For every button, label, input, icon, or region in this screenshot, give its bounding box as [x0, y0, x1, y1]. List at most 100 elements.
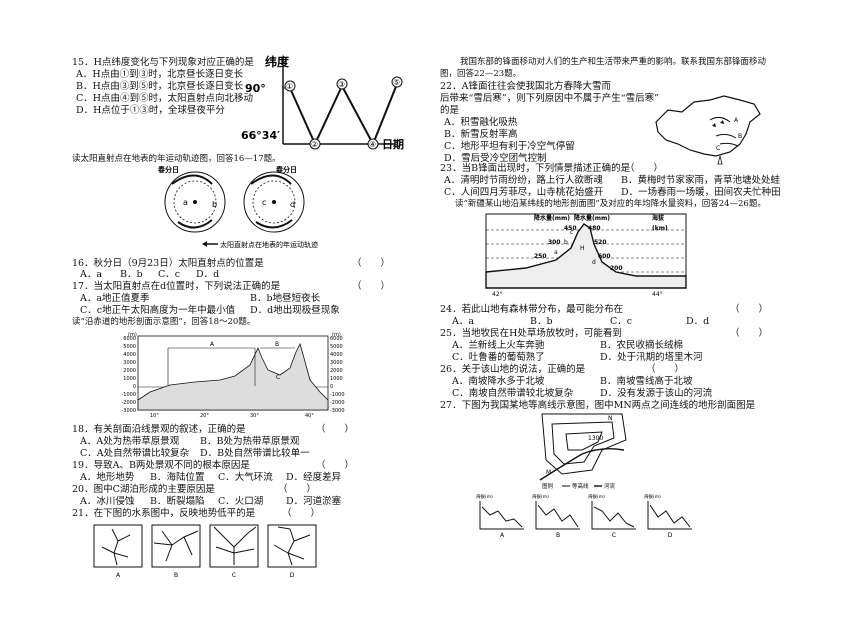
- q16-stem: 16．秋分日（9月23日）太阳直射点的位置是: [72, 258, 264, 269]
- svg-text:C: C: [716, 145, 720, 152]
- q18-bracket: （ ）: [316, 424, 355, 435]
- svg-text:4000: 4000: [330, 352, 343, 358]
- svg-text:C: C: [612, 532, 616, 539]
- q27-stem: 27．下图为我国某地等高线示意图，图中MN两点之间连线的地形剖面图是: [440, 400, 756, 411]
- q15-option-b: B．H点由③到⑤时，北京昼长逐日变长: [76, 81, 244, 92]
- q23-option-d: D．一场春雨一场暖，田间农夫忙种田: [621, 187, 781, 198]
- q19-option-b: B．海陆位置: [150, 472, 205, 483]
- q18-option-b: B．B处为热带草原景观: [200, 436, 300, 447]
- svg-text:-3000: -3000: [121, 408, 136, 414]
- q24-option-b: B．b: [530, 316, 553, 327]
- q20-bracket: （ ）: [278, 484, 317, 495]
- svg-text:1300: 1300: [588, 435, 603, 442]
- svg-text:C: C: [276, 374, 280, 381]
- q23-option-b: B．黄梅时节家家雨，青草池塘处处蛙: [621, 175, 780, 186]
- q23-option-c: C．人间四月芳菲尽，山寺桃花始盛开: [444, 187, 604, 198]
- q24-option-a: A．a: [452, 316, 475, 327]
- svg-text:B: B: [556, 532, 560, 539]
- svg-text:(m): (m): [128, 332, 137, 338]
- intro-16-17: 读太阳直射点在地表的年运动轨迹图，回答16—17题。: [72, 154, 281, 164]
- svg-text:D: D: [668, 532, 673, 539]
- q16-option-d: D．d: [196, 269, 220, 280]
- equator-profile: (m) (m) 6000 5000 4000 3000 2000 1000 0 …: [121, 332, 345, 419]
- svg-text:海拔(m): 海拔(m): [644, 493, 661, 500]
- q18-stem: 18．有关剖面沿线景观的叙述，正确的是: [72, 424, 246, 435]
- q19-stem: 19．导致A、B两处景观不同的根本原因是: [72, 460, 250, 471]
- svg-text:44°: 44°: [652, 291, 663, 298]
- contour-map: N M 1300 图例 等高线 河流: [539, 413, 627, 490]
- q24-stem: 24．若此山地有森林带分布，最可能分布在: [440, 304, 624, 315]
- svg-text:3000: 3000: [330, 360, 343, 366]
- intro-22-23-a: 我国东部的锋面移动对人们的生产和生活带来严重的影响。联系我国东部锋面移动: [460, 57, 767, 67]
- svg-text:等高线: 等高线: [572, 482, 589, 490]
- svg-text:200: 200: [610, 265, 623, 272]
- svg-text:降水量(mm): 降水量(mm): [534, 214, 570, 222]
- svg-text:(m): (m): [332, 332, 341, 338]
- svg-text:A: A: [734, 117, 739, 124]
- svg-text:C: C: [232, 572, 236, 579]
- svg-text:A: A: [116, 572, 121, 579]
- svg-text:海拔: 海拔: [652, 214, 665, 222]
- q25-bracket: （ ）: [730, 328, 769, 339]
- q19-option-a: A．地形地势: [80, 472, 135, 483]
- svg-text:6000: 6000: [123, 336, 136, 342]
- q16-option-b: B．b: [120, 269, 143, 280]
- q21-bracket: （ ）: [282, 508, 321, 519]
- q24-bracket: （ ）: [730, 304, 769, 315]
- q17-option-d: D．d地出现极昼现象: [250, 305, 340, 316]
- sun-mark-d: d: [290, 200, 295, 209]
- sun-caption: 太阳直射点在地表的年运动轨迹: [220, 240, 318, 249]
- svg-text:海拔(m): 海拔(m): [532, 493, 549, 500]
- graph-y-top: 90°: [245, 82, 266, 95]
- latitude-graph: 纬度 90° 66°34′ ① ② ③ ④ ⑤ 日期: [241, 54, 404, 151]
- q18-option-c: C．A处自然带谱比较复杂: [80, 448, 190, 459]
- q22-stem-b: 后带来“雪后寒”，则下列原因中不属于产生“雪后寒”: [440, 93, 659, 104]
- q26-option-b: B．南坡雪线高于北坡: [600, 376, 693, 387]
- svg-text:2000: 2000: [123, 368, 136, 374]
- q15-option-c: C．H点由④到⑤时，太阳直射点向北移动: [76, 93, 254, 104]
- graph-y-bottom: 66°34′: [241, 129, 280, 142]
- svg-text:B: B: [174, 572, 178, 579]
- q20-option-c: C．火口湖: [218, 496, 264, 507]
- point-4: ④: [369, 140, 376, 149]
- svg-text:a: a: [554, 249, 558, 256]
- q22-option-d: D．雪后受冷空团气控制: [444, 153, 547, 164]
- q17-stem: 17．当太阳直射点在d位置时，下列说法正确的是: [72, 281, 281, 292]
- svg-text:4000: 4000: [123, 352, 136, 358]
- q17-option-c: C．c地正午太阳高度为一年中最小值: [80, 305, 236, 316]
- q23-bracket: （ ）: [625, 163, 664, 174]
- svg-text:图例: 图例: [542, 482, 554, 490]
- q25-option-d: D．处于汛期的塔里木河: [600, 352, 703, 363]
- q22-option-c: C．地形平坦有利于冷空气停留: [444, 141, 575, 152]
- q19-bracket: （ ）: [316, 460, 355, 471]
- q26-stem: 26．关于该山地的说法，正确的是: [440, 364, 586, 375]
- q20-option-d: D．河道淤塞: [286, 496, 342, 507]
- svg-text:d: d: [592, 259, 596, 266]
- svg-text:B: B: [738, 133, 742, 140]
- mountain-profile: 降水量(mm) 降水量(mm) 海拔 (km) 450 480 300 520 …: [485, 213, 687, 298]
- svg-text:-2000: -2000: [121, 400, 136, 406]
- svg-text:N: N: [608, 415, 613, 422]
- q22-stem-c: 的是: [440, 105, 460, 116]
- q16-bracket: （ ）: [352, 258, 391, 269]
- svg-text:20°: 20°: [200, 413, 209, 419]
- svg-text:降水量(mm): 降水量(mm): [574, 214, 610, 222]
- q22-option-a: A．积雪融化吸热: [444, 117, 518, 128]
- svg-text:10°: 10°: [150, 413, 159, 419]
- svg-text:-1000: -1000: [330, 392, 345, 398]
- drainage-patterns: A B C D: [93, 524, 317, 579]
- svg-text:0: 0: [330, 384, 333, 390]
- svg-text:42°: 42°: [492, 291, 503, 298]
- svg-text:300: 300: [548, 239, 561, 246]
- q26-option-c: C．南坡自然带谱较北坡复杂: [452, 388, 574, 399]
- sun-right-label: 春分日: [275, 165, 297, 174]
- svg-text:-1000: -1000: [121, 392, 136, 398]
- q20-stem: 20．图中C湖泊形成的主要原因是: [72, 484, 215, 495]
- svg-text:520: 520: [594, 239, 607, 246]
- svg-text:250: 250: [534, 253, 547, 260]
- sun-mark-c: c: [262, 198, 266, 207]
- svg-text:5000: 5000: [123, 344, 136, 350]
- china-front-map: A B C: [655, 95, 761, 165]
- q25-option-c: C．吐鲁番的葡萄熟了: [452, 352, 545, 363]
- q16-option-c: C．c: [158, 269, 181, 280]
